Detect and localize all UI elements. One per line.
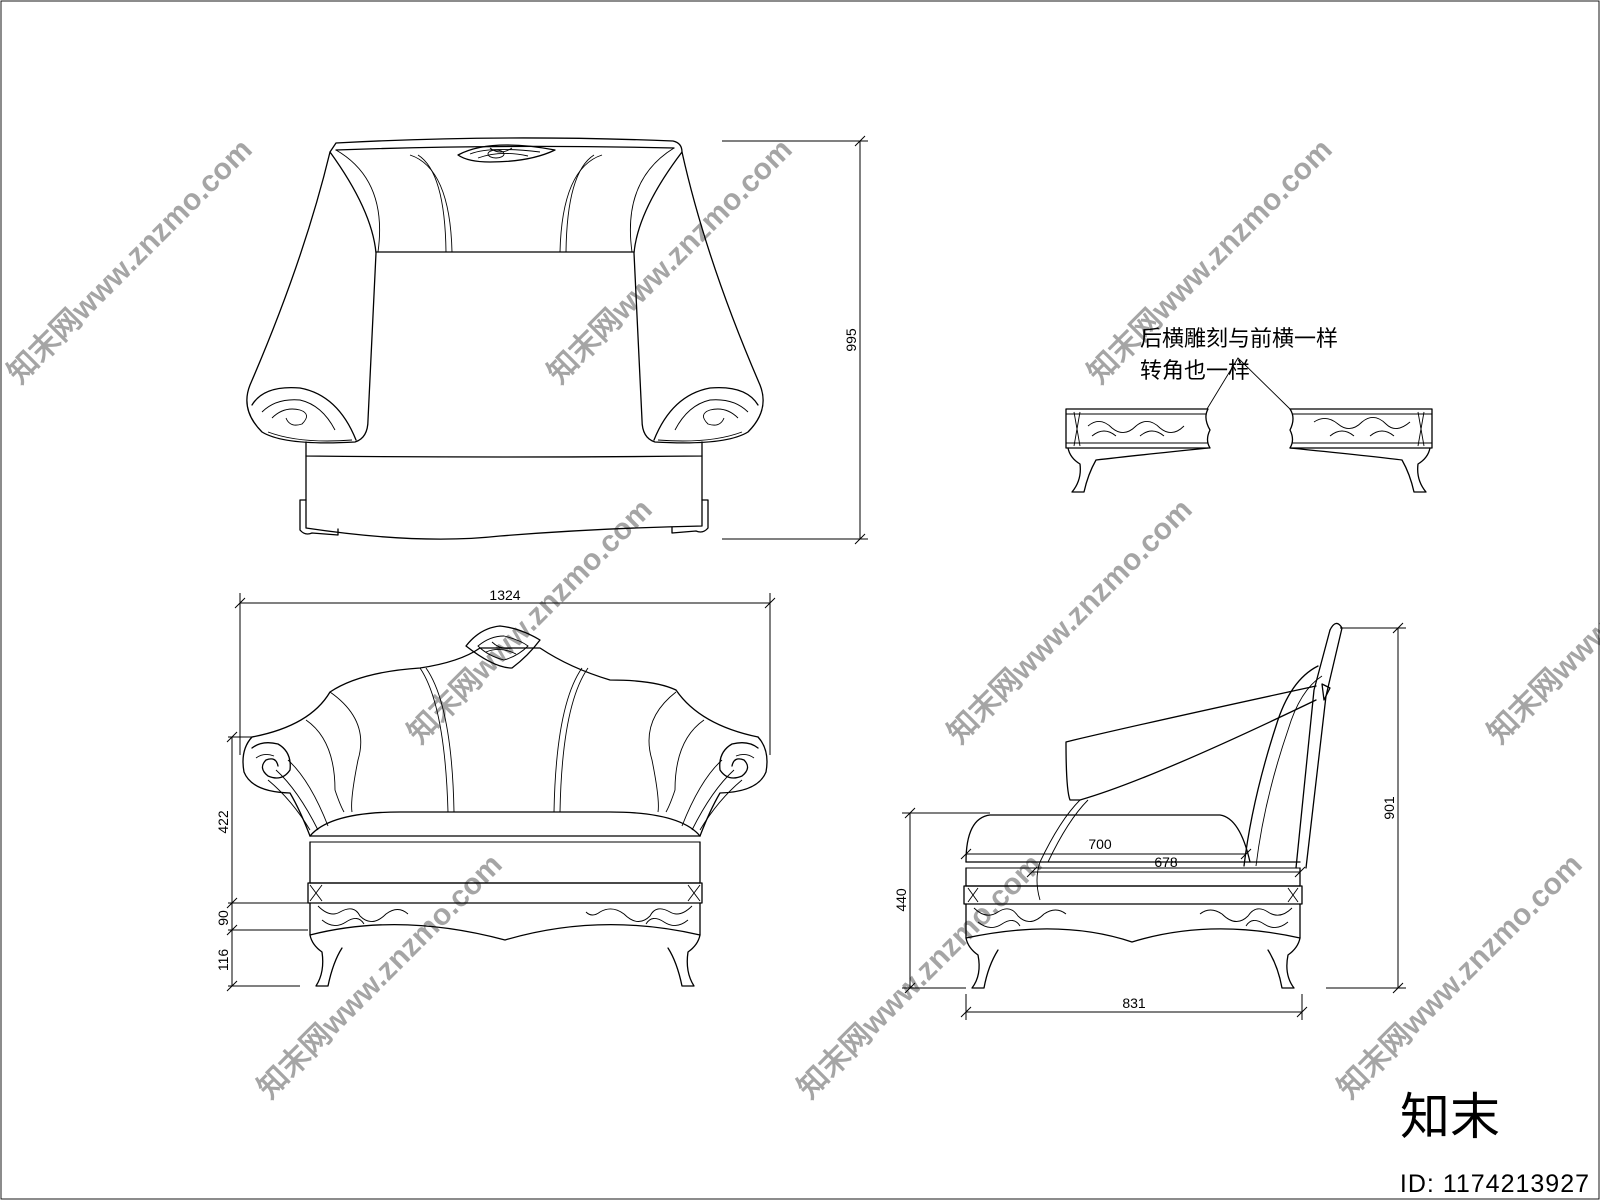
top-frame-rail: [305, 441, 703, 458]
rail-detail: 后横雕刻与前横一样 转角也一样: [1065, 326, 1433, 493]
watermark: 知末网www.znzmo.com: [402, 493, 659, 750]
top-right-foot: [671, 499, 709, 534]
watermark: 知末网www.znzmo.com: [252, 848, 509, 1105]
top-crest-carving: [457, 144, 556, 163]
front-right-scroll: [681, 742, 759, 831]
detail-left-fragment: [1065, 408, 1211, 493]
detail-note-line2: 转角也一样: [1140, 358, 1250, 383]
dim-label-440: 440: [893, 888, 909, 912]
front-left-leg: [309, 934, 343, 987]
top-back-curve-left: [409, 154, 453, 253]
side-seat-cushion: [965, 814, 1251, 863]
brand-logo-text: 知末: [1400, 1089, 1500, 1145]
front-seat-cushion-top: [309, 811, 701, 837]
watermark: 知末网www.znzmo.com: [942, 493, 1199, 750]
top-right-arm-inner: [629, 147, 675, 253]
top-back-rail: [329, 137, 683, 153]
front-right-leg: [667, 934, 701, 987]
dim-front-width: 1324: [234, 587, 776, 755]
watermark: 知末网www.znzmo.com: [1332, 848, 1589, 1105]
top-right-scroll: [653, 386, 759, 442]
side-view: [963, 622, 1343, 989]
top-frame-front: [305, 455, 703, 540]
side-back-post: [1305, 622, 1343, 869]
front-right-arm: [699, 736, 768, 837]
dim-label-678: 678: [1154, 854, 1178, 870]
top-left-scroll: [251, 386, 357, 442]
dim-label-901: 901: [1381, 796, 1397, 820]
dim-label-90: 90: [215, 910, 231, 926]
front-apron-carving: [309, 902, 701, 941]
side-front-leg: [965, 937, 999, 989]
dim-side: 901 440 700 678 831: [893, 622, 1406, 1020]
branding: 知末 ID: 1174213927: [1400, 1089, 1590, 1198]
detail-note-line1: 后横雕刻与前横一样: [1140, 326, 1338, 351]
front-rail: [307, 882, 703, 904]
top-left-foot: [299, 499, 339, 536]
front-back-seam-right: [559, 667, 589, 813]
side-rail: [963, 885, 1303, 905]
dim-label-116: 116: [215, 949, 231, 972]
dim-label-700: 700: [1088, 836, 1112, 852]
dim-top-depth: 995: [722, 135, 868, 545]
side-apron-carving: [965, 903, 1301, 943]
dim-front-heights: 422 90 116: [215, 731, 308, 992]
asset-id: ID: 1174213927: [1400, 1170, 1590, 1198]
top-back-rail-inner: [335, 145, 675, 151]
front-view: [242, 625, 768, 987]
side-back-frame: [1243, 665, 1319, 867]
front-left-arm: [242, 736, 311, 837]
dim-label-422: 422: [215, 810, 231, 834]
front-back-seam-left: [419, 667, 449, 813]
dim-label-1324: 1324: [489, 587, 520, 603]
watermark: 知末网www.znzmo.com: [2, 133, 259, 390]
detail-right-fragment: [1289, 408, 1433, 493]
detail-leader-lines: [1206, 357, 1291, 410]
watermark: 知末网www.znzmo.com: [1082, 133, 1339, 390]
dim-label-831: 831: [1122, 995, 1146, 1011]
top-view: [246, 137, 764, 540]
top-left-arm: [246, 151, 377, 444]
top-left-arm-inner: [335, 149, 381, 253]
dim-label-995: 995: [843, 328, 859, 352]
top-back-curve-right: [559, 154, 603, 253]
watermark-layer: 知末网www.znzmo.com 知末网www.znzmo.com 知末网www…: [2, 133, 1600, 1105]
top-right-arm: [633, 151, 764, 444]
front-crest-carving: [465, 625, 541, 669]
watermark: 知末网www.znzmo.com: [1482, 493, 1600, 750]
front-left-scroll: [251, 742, 329, 831]
side-arm: [1065, 685, 1317, 801]
side-back-leg: [1267, 937, 1301, 989]
